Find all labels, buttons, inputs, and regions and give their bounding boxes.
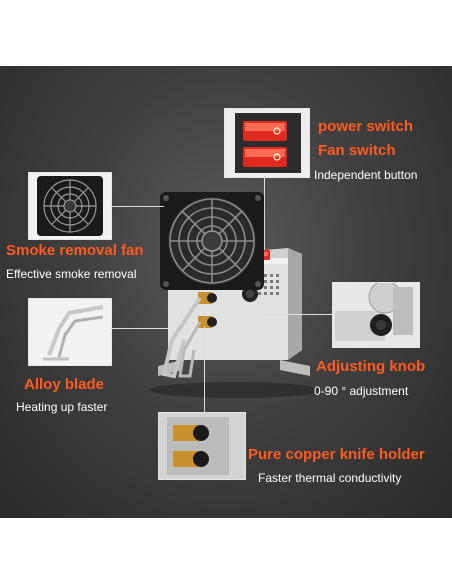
connector-line-knob xyxy=(262,314,332,315)
copper-knife-holder-label: Pure copper knife holder xyxy=(248,446,425,463)
machine-illustration xyxy=(150,192,320,398)
connector-line-fan xyxy=(110,206,164,207)
adjusting-knob-label: Adjusting knob xyxy=(316,358,426,375)
independent-button-text: Independent button xyxy=(314,168,418,182)
smoke-removal-fan-label: Smoke removal fan xyxy=(6,242,144,259)
copper-holder-icon xyxy=(159,413,245,479)
connector-line-switch xyxy=(264,176,265,250)
blade-thumbnail xyxy=(28,298,112,366)
switch-thumbnail xyxy=(224,108,310,178)
copper-holder-thumbnail xyxy=(158,412,246,480)
connector-line-copper xyxy=(204,326,205,412)
fan-thumbnail xyxy=(28,172,112,240)
rocker-switch-icon xyxy=(235,113,301,173)
blade-icon xyxy=(43,305,104,361)
alloy-blade-label: Alloy blade xyxy=(24,376,105,393)
connector-line-blade xyxy=(110,328,168,329)
heating-up-faster-text: Heating up faster xyxy=(16,400,108,414)
knob-icon xyxy=(333,283,419,347)
knob-thumbnail xyxy=(332,282,420,348)
dark-background-panel: power switch Fan switch Independent butt… xyxy=(0,66,452,518)
adjustment-range-text: 0-90 ° adjustment xyxy=(314,384,409,398)
power-switch-label: power switch xyxy=(318,118,414,135)
fan-switch-label: Fan switch xyxy=(318,142,396,159)
effective-smoke-removal-text: Effective smoke removal xyxy=(6,267,137,281)
thermal-conductivity-text: Faster thermal conductivity xyxy=(258,471,402,485)
fan-icon xyxy=(37,176,103,236)
